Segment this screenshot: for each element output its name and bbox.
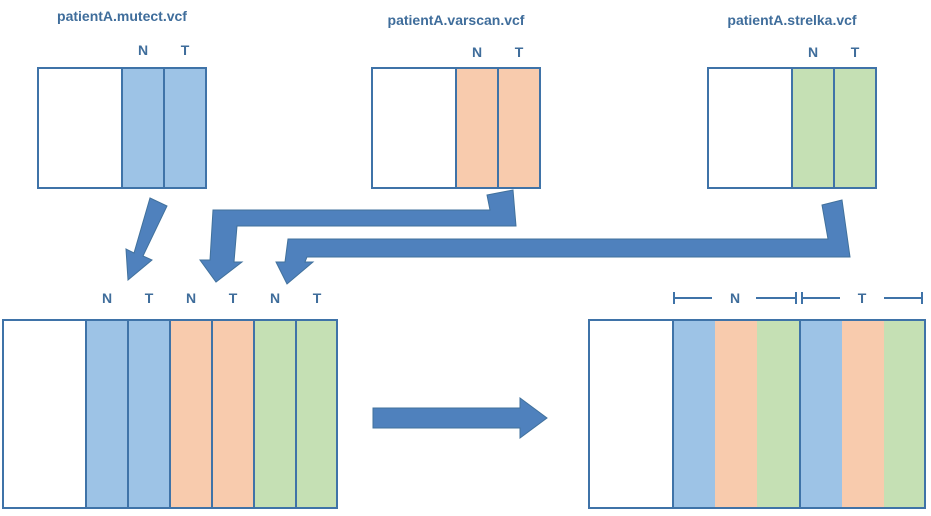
- merged-col-varscan-n: [169, 319, 213, 509]
- merged-col-strelka-n: [253, 319, 297, 509]
- mutect-col-t-label: T: [181, 42, 190, 58]
- varscan-col-n: [455, 67, 499, 189]
- mutect-col-n-label: N: [138, 42, 148, 58]
- merged-col-label-4: T: [229, 290, 238, 306]
- merged-col-label-5: N: [270, 290, 280, 306]
- group-n-label: N: [730, 290, 740, 306]
- strelka-col-t-label: T: [851, 44, 860, 60]
- varscan-col-t: [497, 67, 541, 189]
- varscan-merge-arrow: [199, 189, 517, 283]
- grouped-n-mutect: [673, 320, 715, 508]
- grouped-t-varscan: [842, 320, 884, 508]
- strelka-col-n: [791, 67, 835, 189]
- grouped-table-block: N T: [588, 290, 926, 509]
- mutect-merge-arrow: [125, 197, 168, 282]
- merged-col-mutect-n: [85, 319, 129, 509]
- grouped-n-varscan: [715, 320, 757, 508]
- mutect-col-n: [121, 67, 165, 189]
- strelka-file-block: patientA.strelka.vcf N T: [707, 12, 877, 189]
- grouped-table-outline: [588, 319, 926, 509]
- strelka-col-t: [833, 67, 877, 189]
- group-t-label: T: [858, 290, 867, 306]
- grouped-n-strelka: [757, 320, 800, 508]
- grouped-t-mutect: [800, 320, 842, 508]
- merged-col-strelka-t: [295, 319, 338, 509]
- group-t-bracket: [801, 292, 923, 304]
- merged-col-label-6: T: [313, 290, 322, 306]
- merged-col-varscan-t: [211, 319, 255, 509]
- mutect-col-t: [163, 67, 207, 189]
- varscan-file-name: patientA.varscan.vcf: [388, 12, 525, 28]
- strelka-col-n-label: N: [808, 44, 818, 60]
- merged-table-block: N T N T N T: [2, 290, 338, 509]
- merged-col-mutect-t: [127, 319, 171, 509]
- merged-col-label-1: N: [102, 290, 112, 306]
- grouped-t-strelka: [884, 320, 925, 508]
- varscan-col-n-label: N: [472, 44, 482, 60]
- strelka-file-name: patientA.strelka.vcf: [727, 12, 856, 28]
- merged-col-label-3: N: [186, 290, 196, 306]
- merged-col-label-2: T: [145, 290, 154, 306]
- mutect-file-name: patientA.mutect.vcf: [57, 8, 187, 24]
- mutect-file-block: patientA.mutect.vcf N T: [37, 8, 207, 189]
- varscan-col-t-label: T: [515, 44, 524, 60]
- varscan-file-block: patientA.varscan.vcf N T: [371, 12, 541, 189]
- group-n-bracket: [673, 292, 797, 304]
- transform-arrow: [372, 397, 548, 439]
- strelka-merge-arrow: [275, 199, 851, 285]
